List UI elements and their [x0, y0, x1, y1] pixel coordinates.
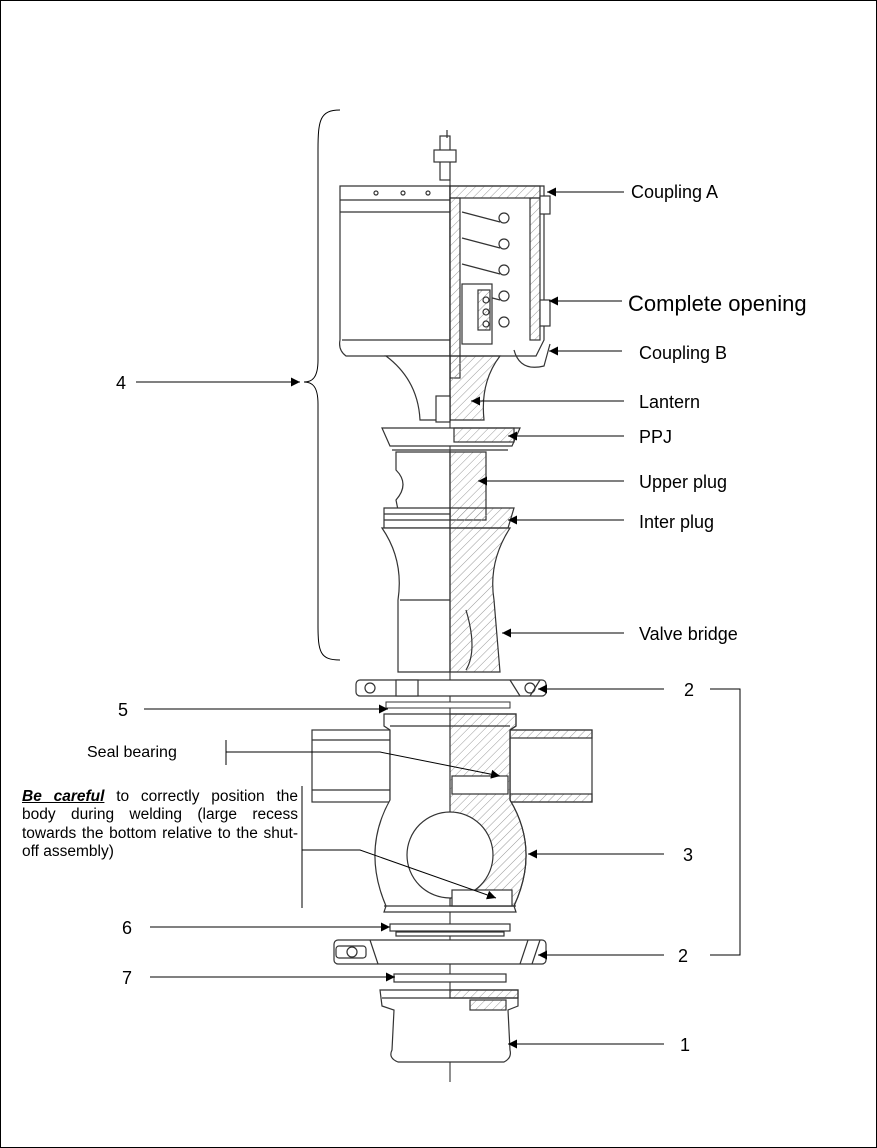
welding-note-emphasis: Be careful [22, 788, 105, 805]
callout-3: 3 [683, 845, 693, 865]
label-ppj: PPJ [639, 427, 672, 447]
welding-note: Be careful to correctly position the bod… [22, 788, 298, 862]
label-coupling-a: Coupling A [631, 182, 718, 202]
seal-5 [385, 701, 511, 709]
callout-4: 4 [116, 373, 126, 393]
callout-6: 6 [122, 918, 132, 938]
group-4-brace [303, 109, 341, 661]
actuator-assembly [339, 130, 551, 423]
label-seal-bearing: Seal bearing [87, 744, 177, 761]
leader-lines [136, 187, 741, 1049]
lower-assembly [333, 923, 547, 1063]
label-valve-bridge: Valve bridge [639, 624, 738, 644]
label-upper-plug: Upper plug [639, 472, 727, 492]
callout-7: 7 [122, 968, 132, 988]
valve-body [311, 713, 593, 913]
label-lantern: Lantern [639, 392, 700, 412]
welding-note-text: to correctly position the body during we… [22, 788, 298, 861]
label-complete-opening: Complete opening [628, 291, 807, 316]
clamp-ring-top [355, 679, 547, 697]
plug-assembly [380, 427, 521, 673]
callout-2-top: 2 [684, 680, 694, 700]
label-inter-plug: Inter plug [639, 512, 714, 532]
spring-icon [461, 211, 510, 328]
callout-1: 1 [680, 1035, 690, 1055]
callout-2-bottom: 2 [678, 946, 688, 966]
callout-5: 5 [118, 700, 128, 720]
label-coupling-b: Coupling B [639, 343, 727, 363]
